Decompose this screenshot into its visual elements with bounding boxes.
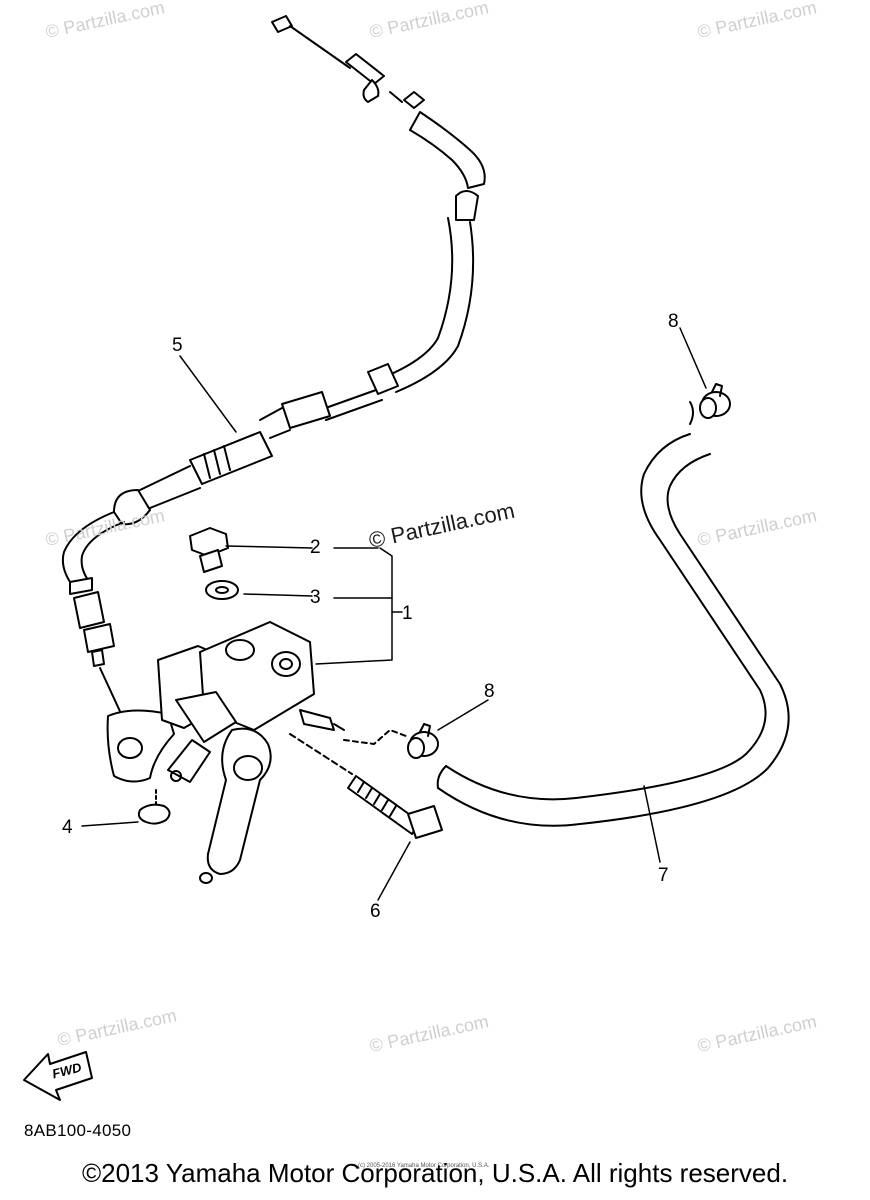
callout-2: 2 xyxy=(310,537,321,558)
callout-4: 4 xyxy=(62,817,73,838)
callout-5: 5 xyxy=(172,335,183,356)
screw-part-6 xyxy=(289,733,443,839)
connection-line xyxy=(343,729,407,745)
bolt-part-2 xyxy=(189,527,229,573)
part-code: 8AB100-4050 xyxy=(24,1121,132,1140)
throttle-cable xyxy=(61,15,486,721)
callout-7: 7 xyxy=(658,865,669,886)
hose-clamp-upper xyxy=(699,383,731,419)
washer-part-3 xyxy=(205,580,239,600)
fine-print: (c) 2005-2016 Yamaha Motor Corporation, … xyxy=(358,1163,490,1169)
copyright-notice: ©2013 Yamaha Motor Corporation, U.S.A. A… xyxy=(81,1158,789,1188)
hose-clamp-lower xyxy=(407,723,439,759)
callout-8-upper: 8 xyxy=(668,311,679,332)
callout-8-lower: 8 xyxy=(484,681,495,702)
callout-1: 1 xyxy=(402,603,413,624)
oil-hose-part-7 xyxy=(436,401,790,827)
clip-part-4 xyxy=(137,789,171,825)
leader-lines xyxy=(81,327,707,901)
callout-6: 6 xyxy=(370,901,381,922)
fwd-arrow xyxy=(23,1051,93,1101)
callout-3: 3 xyxy=(310,587,321,608)
oil-pump-assembly xyxy=(106,621,345,884)
